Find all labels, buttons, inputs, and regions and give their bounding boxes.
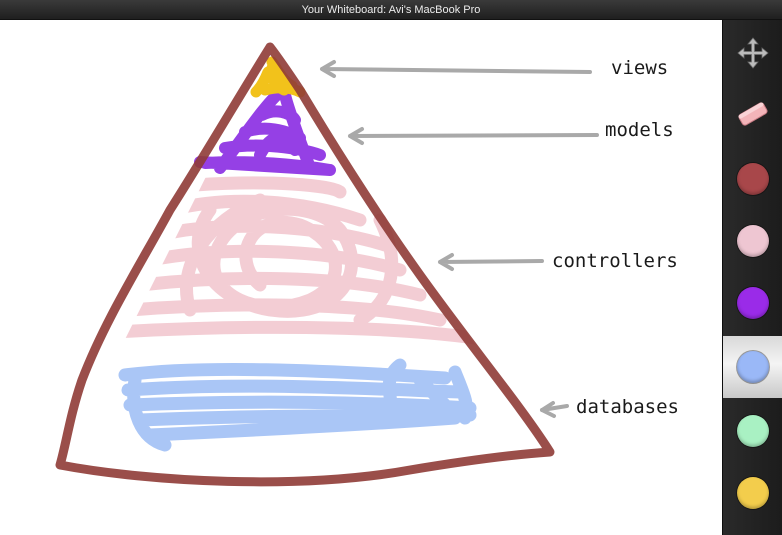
color-swatch-yellow[interactable] xyxy=(723,462,782,524)
blue-swatch-icon xyxy=(737,351,769,383)
label-views: views xyxy=(611,57,669,79)
views-scribble xyxy=(250,56,306,98)
window-title-bar: Your Whiteboard: Avi's MacBook Pro xyxy=(0,0,782,20)
pink-swatch-icon xyxy=(737,225,769,257)
color-swatch-purple[interactable] xyxy=(723,272,782,334)
databases-arrow xyxy=(540,401,569,418)
pyramid-outline xyxy=(55,42,555,487)
whiteboard-canvas[interactable]: views models controllers databases xyxy=(0,20,722,535)
label-databases: databases xyxy=(576,396,679,418)
color-swatch-green[interactable] xyxy=(723,400,782,462)
controllers-scribble xyxy=(108,176,482,345)
red-swatch-icon xyxy=(737,163,769,195)
color-swatch-blue[interactable] xyxy=(723,336,782,398)
views-arrow xyxy=(320,60,592,78)
eraser-tool[interactable] xyxy=(723,83,782,145)
models-arrow xyxy=(348,127,599,145)
window-title: Your Whiteboard: Avi's MacBook Pro xyxy=(301,4,481,16)
purple-swatch-icon xyxy=(737,287,769,319)
models-scribble xyxy=(194,86,336,176)
controllers-arrow xyxy=(438,253,544,271)
eraser-icon xyxy=(738,102,768,126)
yellow-swatch-icon xyxy=(737,477,769,509)
drawing xyxy=(55,42,599,487)
color-swatch-pink[interactable] xyxy=(723,210,782,272)
tool-palette xyxy=(722,20,782,535)
label-models: models xyxy=(605,119,674,141)
databases-scribble xyxy=(118,358,477,452)
arrows xyxy=(320,60,599,418)
move-tool[interactable] xyxy=(723,22,782,84)
label-controllers: controllers xyxy=(552,250,678,272)
color-swatch-red[interactable] xyxy=(723,148,782,210)
move-icon xyxy=(737,37,769,69)
green-swatch-icon xyxy=(737,415,769,447)
